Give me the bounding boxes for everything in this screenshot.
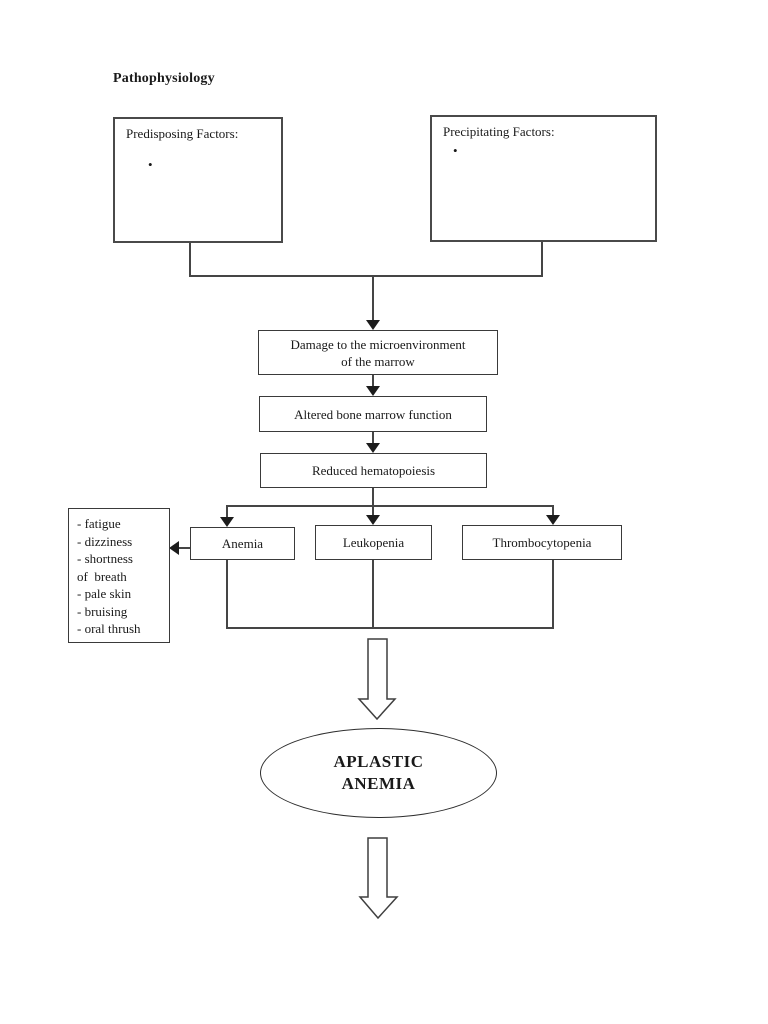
connector-line xyxy=(189,243,191,275)
symptom-item: - fatigue xyxy=(77,516,121,531)
anemia-box: Anemia xyxy=(190,527,295,560)
arrowhead-down-icon xyxy=(366,386,380,396)
arrowhead-down-icon xyxy=(366,320,380,330)
connector-line xyxy=(541,242,543,275)
connector-line xyxy=(372,505,374,516)
predisposing-factors-label: Predisposing Factors: xyxy=(126,126,239,141)
connector-line xyxy=(226,560,228,628)
connector-line xyxy=(189,275,543,277)
connector-line xyxy=(226,505,554,507)
thrombocytopenia-label: Thrombocytopenia xyxy=(492,535,592,550)
connector-line xyxy=(552,560,554,628)
reduced-label: Reduced hematopoiesis xyxy=(311,463,436,478)
arrowhead-left-icon xyxy=(169,541,179,555)
symptoms-list-box: - fatigue - dizziness - shortness of bre… xyxy=(68,508,170,643)
block-arrow-down-icon xyxy=(357,638,397,721)
symptom-item: - bruising xyxy=(77,603,128,619)
symptom-item: - pale skin xyxy=(77,586,132,601)
connector-line xyxy=(372,432,374,444)
damage-label-line2: of the marrow xyxy=(341,353,415,369)
arrowhead-down-icon xyxy=(366,515,380,525)
connector-line xyxy=(178,547,190,549)
arrowhead-down-icon xyxy=(220,517,234,527)
symptom-item: - dizziness xyxy=(77,533,133,549)
block-arrow-down-icon xyxy=(358,837,399,920)
connector-line xyxy=(372,375,374,388)
precipitating-factors-box: Precipitating Factors: • xyxy=(430,115,657,242)
predisposing-factors-box: Predisposing Factors: • xyxy=(113,117,283,243)
symptom-item: - shortness xyxy=(77,551,133,566)
symptom-item: of breath xyxy=(77,568,127,584)
arrowhead-down-icon xyxy=(546,515,560,525)
connector-line xyxy=(372,488,374,505)
bullet-icon: • xyxy=(148,157,153,172)
damage-label-line1: Damage to the microenvironment xyxy=(290,336,466,352)
leukopenia-label: Leukopenia xyxy=(342,535,405,550)
outcome-label-line1: APLASTIC xyxy=(333,752,424,771)
thrombocytopenia-box: Thrombocytopenia xyxy=(462,525,622,560)
connector-line xyxy=(552,505,554,516)
altered-label: Altered bone marrow function xyxy=(294,406,452,422)
bullet-icon: • xyxy=(453,143,458,158)
connector-line xyxy=(372,560,374,628)
damage-box: Damage to the microenvironment of the ma… xyxy=(258,330,498,375)
symptom-item: - oral thrush xyxy=(77,621,141,636)
altered-bone-marrow-box: Altered bone marrow function xyxy=(259,396,487,432)
page-title: Pathophysiology xyxy=(113,71,215,86)
outcome-label-line2: ANEMIA xyxy=(341,774,416,793)
aplastic-anemia-ellipse: APLASTIC ANEMIA xyxy=(260,728,497,818)
leukopenia-box: Leukopenia xyxy=(315,525,432,560)
precipitating-factors-label: Precipitating Factors: xyxy=(443,124,555,139)
anemia-label: Anemia xyxy=(221,536,264,551)
connector-line xyxy=(226,505,228,518)
arrowhead-down-icon xyxy=(366,443,380,453)
reduced-hematopoiesis-box: Reduced hematopoiesis xyxy=(260,453,487,488)
connector-line xyxy=(226,627,554,629)
connector-line xyxy=(372,277,374,321)
